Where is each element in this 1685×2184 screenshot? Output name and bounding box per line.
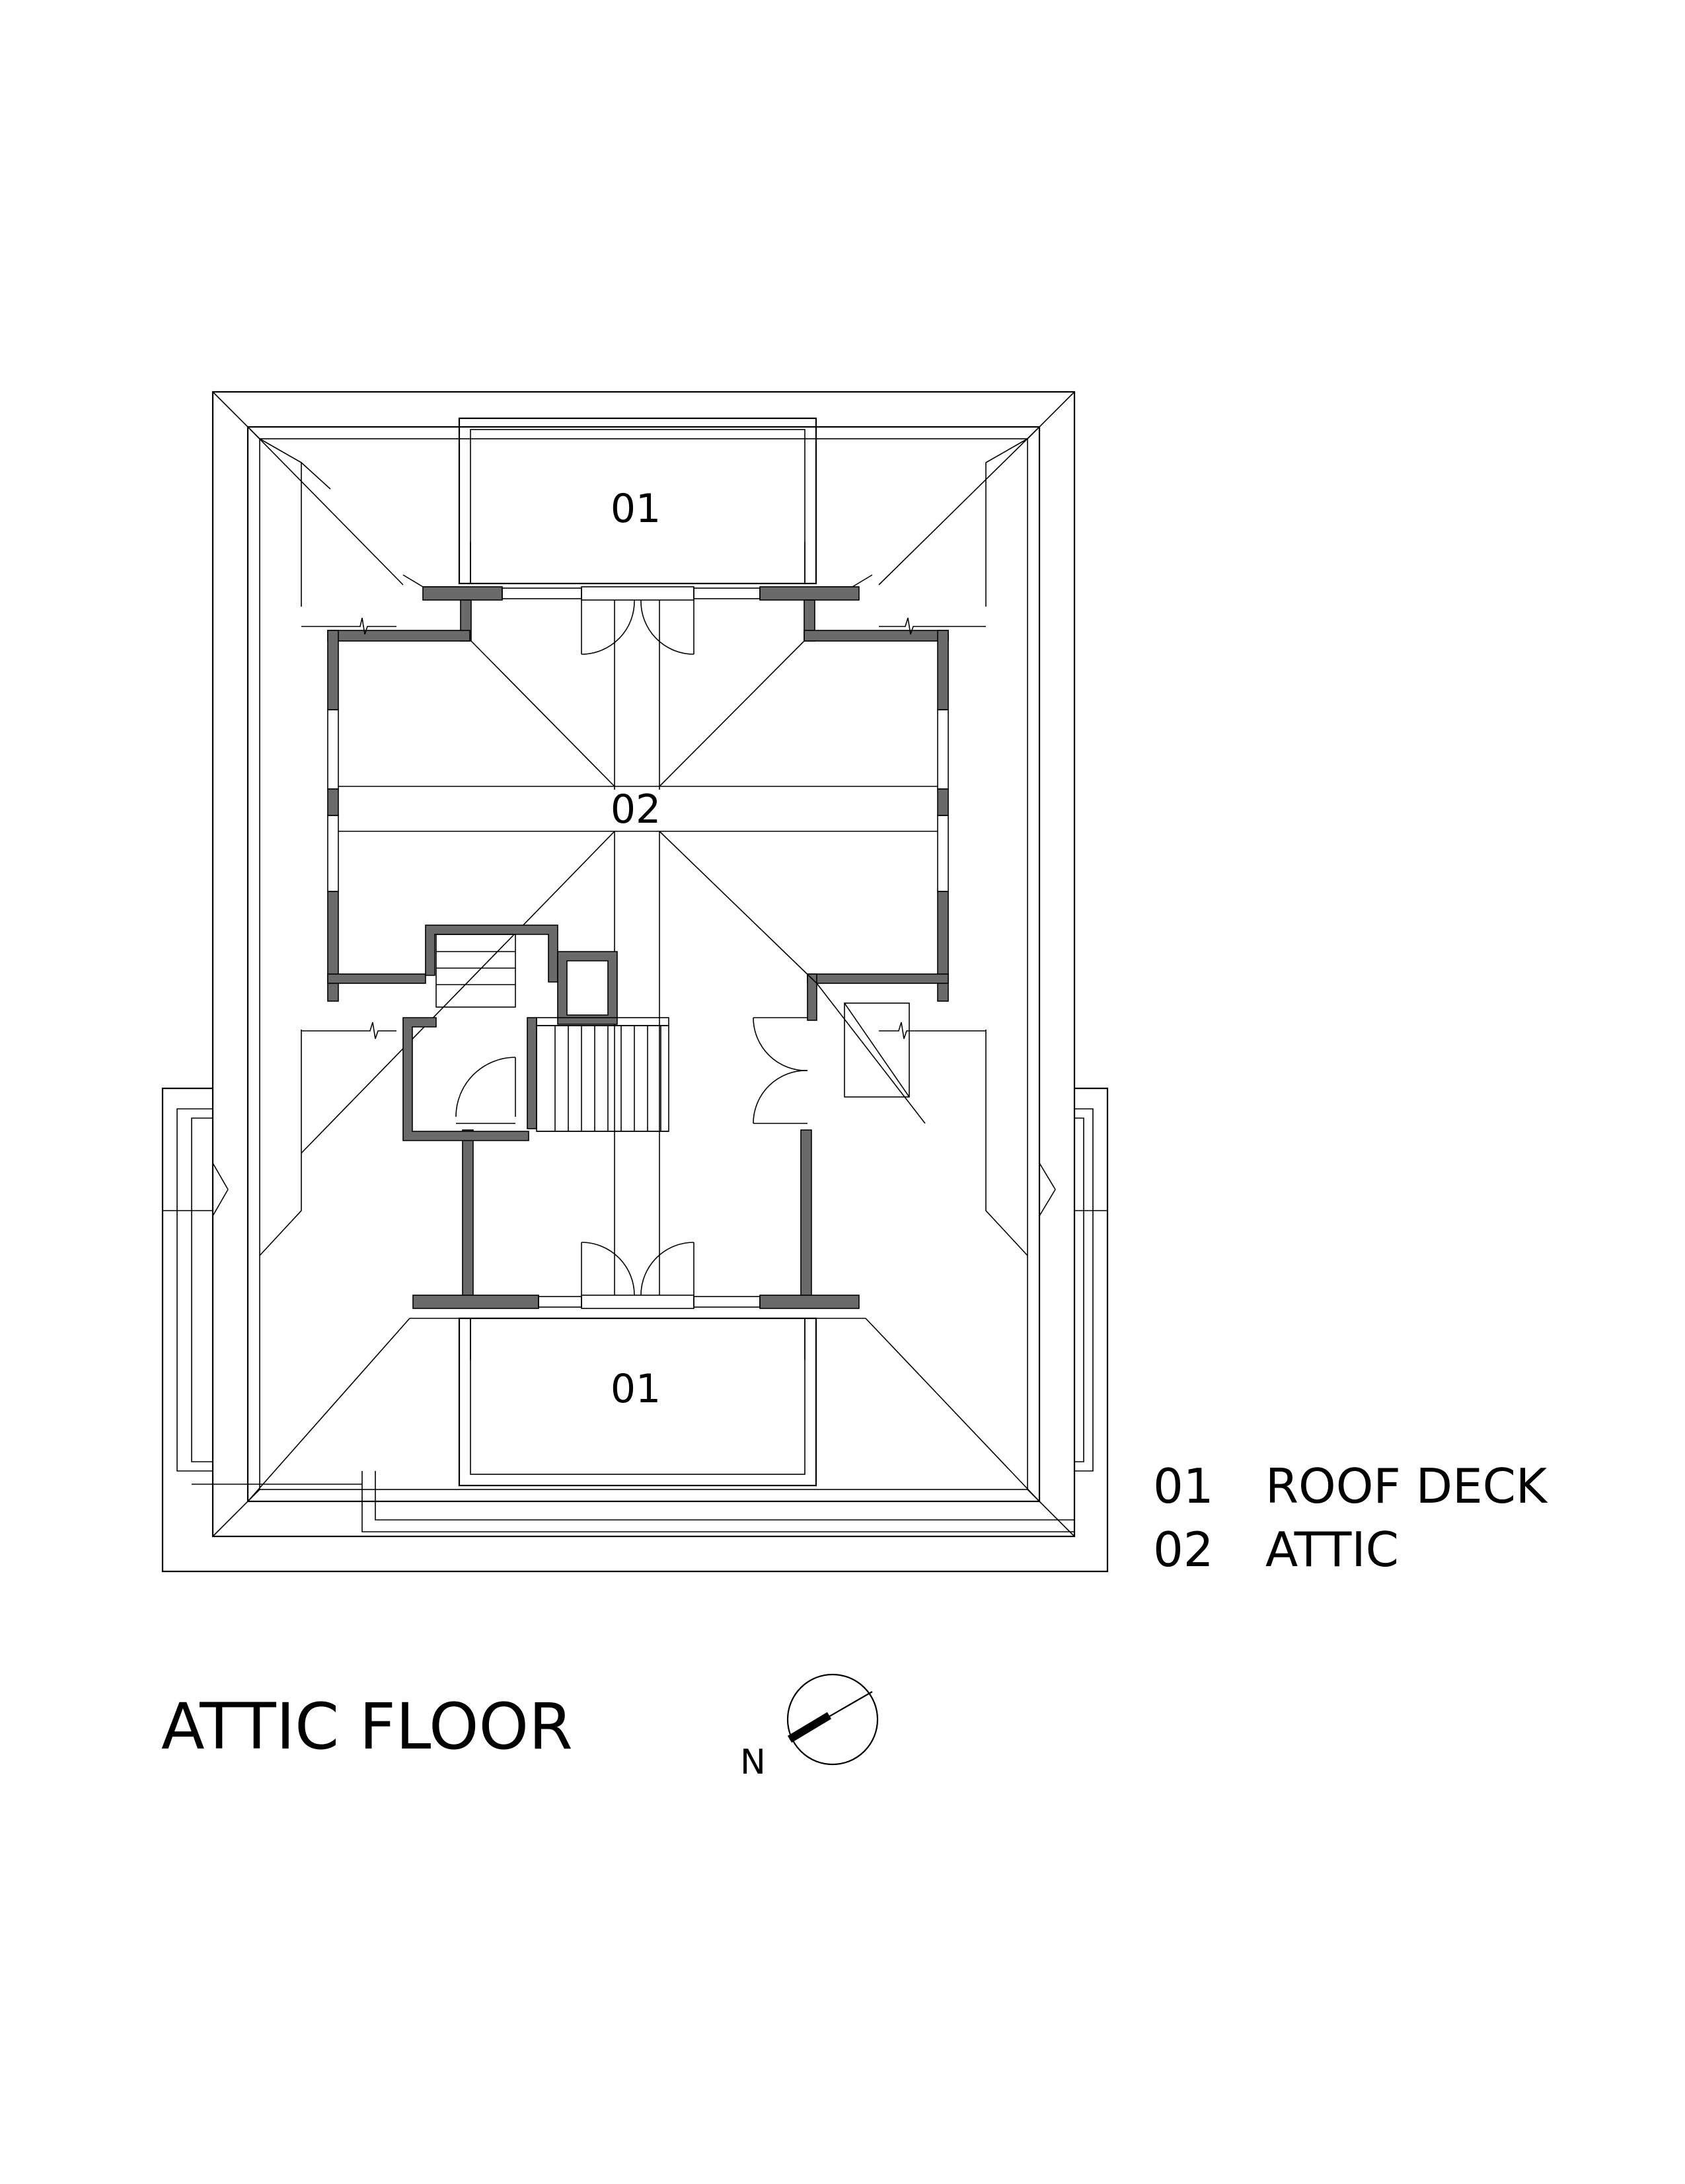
legend-name-1: ROOF DECK (1265, 1458, 1548, 1514)
legend-number-1: 01 (1153, 1458, 1214, 1514)
north-arrow-icon (786, 1673, 879, 1766)
legend-name-2: ATTIC (1265, 1522, 1399, 1577)
room-label-deck-top: 01 (611, 486, 661, 532)
legend-number-2: 02 (1153, 1522, 1214, 1577)
roof-outline (211, 391, 1076, 1538)
roof-deck-bottom (458, 1317, 817, 1487)
attic-walls (327, 586, 949, 1309)
stair-core (402, 924, 910, 1141)
porch-wings (161, 1087, 1109, 1573)
attic-framing-lines (301, 600, 986, 1295)
room-label-attic: 02 (611, 786, 661, 833)
drawing-title: ATTIC FLOOR (161, 1690, 573, 1764)
door-swings (581, 599, 808, 1296)
north-arrow-label: N (740, 1743, 766, 1782)
room-label-deck-bottom: 01 (611, 1366, 661, 1412)
legend: 01 ROOF DECK 02 ATTIC (1153, 1458, 1548, 1577)
hip-roof-lines (247, 426, 1040, 1502)
